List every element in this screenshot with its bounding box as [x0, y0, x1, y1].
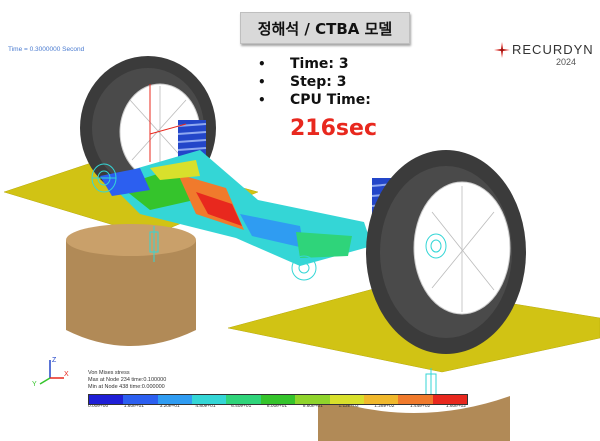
legend-swatch: [89, 395, 124, 404]
axis-triad-icon: Z X Y: [30, 354, 70, 388]
stat-time: •Time: 3: [258, 56, 349, 72]
time-readout: Time = 0.3000000 Second: [8, 46, 85, 53]
legend-max: Max at Node 234 time:0.100000: [88, 377, 167, 383]
stat-step: •Step: 3: [258, 74, 347, 90]
legend-title: Von Mises stress: [88, 370, 130, 376]
legend-tick-label: 4.80e+01: [195, 404, 216, 409]
pedestal-right: [318, 396, 510, 441]
legend-swatch: [192, 395, 227, 404]
bullet-icon: •: [258, 75, 266, 89]
legend-min: Min at Node 438 time:0.000000: [88, 384, 165, 390]
axis-z-label: Z: [52, 357, 57, 364]
axis-y-label: Y: [32, 381, 37, 388]
legend-swatch: [329, 395, 364, 404]
axis-x-label: X: [64, 371, 69, 378]
legend-tick-label: 1.12e+02: [338, 404, 359, 409]
left-hub: [91, 163, 117, 193]
logo-year: 2024: [556, 57, 577, 67]
legend-tick-label: 1.28e+02: [374, 404, 395, 409]
stat-cpu-time: •CPU Time:: [258, 92, 371, 108]
legend-swatch: [432, 395, 467, 404]
legend-swatch: [398, 395, 433, 404]
legend-swatch: [260, 395, 296, 404]
logo-name: RECURDYN: [512, 42, 594, 57]
bullet-icon: •: [258, 57, 266, 71]
legend-tick-label: 9.60e+01: [302, 404, 323, 409]
logo-star-icon: [494, 42, 510, 58]
legend-tick-label: 0.00e+00: [88, 404, 109, 409]
legend-swatch: [157, 395, 193, 404]
stress-legend: Von Mises stress Max at Node 234 time:0.…: [88, 370, 468, 409]
bullet-icon: •: [258, 93, 266, 107]
legend-tick-label: 1.44e+02: [410, 404, 431, 409]
recurdyn-logo: RECURDYN 2024: [494, 40, 593, 70]
legend-tick-label: 8.00e+01: [266, 404, 288, 409]
page-title: 정해석 / CTBA 모델: [240, 12, 410, 44]
pedestal-left: [66, 240, 196, 346]
right-tire: [366, 150, 526, 354]
legend-ticks: 0.00e+00 1.60e+01 3.20e+01 4.80e+01 6.40e+01…: [88, 404, 466, 409]
legend-tick-label: 3.20e+01: [159, 404, 180, 409]
legend-swatch: [123, 395, 158, 404]
legend-swatch: [363, 395, 399, 404]
legend-color-bar: [88, 394, 468, 405]
legend-swatch: [226, 395, 261, 404]
legend-tick-label: 6.40e+01: [231, 404, 252, 409]
stats-list: •Time: 3 •Step: 3 •CPU Time:: [258, 55, 371, 109]
legend-tick-label: 1.60e+02: [445, 404, 466, 409]
center-hub: [291, 255, 317, 281]
cpu-time-value: 216sec: [290, 116, 377, 141]
legend-swatch: [295, 395, 330, 404]
legend-tick-label: 1.60e+01: [123, 404, 144, 409]
shock-marker-left: [149, 226, 159, 262]
